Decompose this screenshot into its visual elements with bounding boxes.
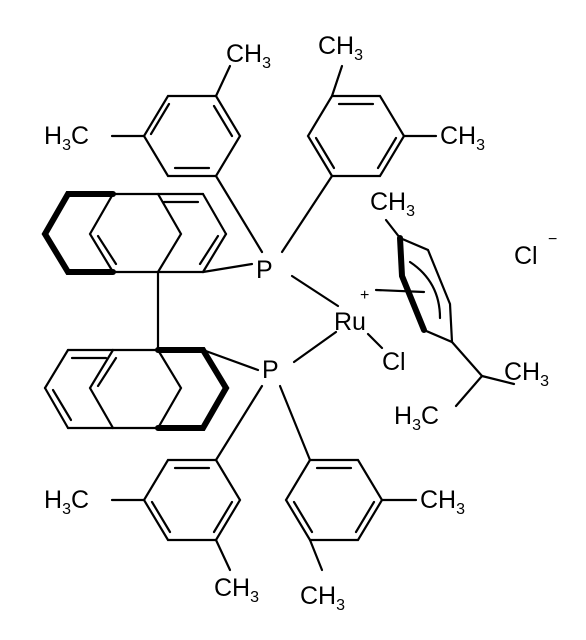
methyl-label-right-upper: CH3 xyxy=(440,122,485,154)
chloride-counterion-label: Cl xyxy=(514,242,538,270)
methyl-label-isopropyl-lower: H3C xyxy=(394,402,439,434)
phosphorus-label-lower: P xyxy=(262,356,279,384)
methyl-label-top-left: CH3 xyxy=(226,40,271,72)
xylyl-ring-lower-left xyxy=(110,384,264,572)
xylyl-ring-lower-right xyxy=(278,384,418,572)
ruthenium-label: Ru xyxy=(334,308,366,336)
methyl-label-left-upper: H3C xyxy=(44,122,89,154)
methyl-label-top-right: CH3 xyxy=(318,32,363,64)
naphthyl-lower xyxy=(43,347,260,431)
methyl-label-cymene: CH3 xyxy=(370,188,415,220)
phosphorus-label-upper: P xyxy=(256,256,273,284)
methyl-label-right-lower: CH3 xyxy=(420,486,465,518)
ruthenium-charge: + xyxy=(360,287,369,304)
naphthyl-upper xyxy=(41,191,254,275)
methyl-label-bottom-left: CH3 xyxy=(214,574,259,606)
methyl-label-isopropyl: CH3 xyxy=(504,358,549,390)
ru-cl-bond xyxy=(366,332,384,350)
p-ru-bond-lower xyxy=(292,330,338,364)
chloride-ligand-label: Cl xyxy=(382,348,406,376)
xylyl-ring-upper-left xyxy=(110,64,264,254)
chloride-counterion-charge: − xyxy=(548,231,557,248)
methyl-label-bottom-right: CH3 xyxy=(300,582,345,614)
p-ru-bond-upper xyxy=(290,274,340,308)
xylyl-ring-upper-right xyxy=(280,64,438,254)
p-cymene-ring xyxy=(374,218,516,408)
methyl-label-left-lower: H3C xyxy=(44,486,89,518)
